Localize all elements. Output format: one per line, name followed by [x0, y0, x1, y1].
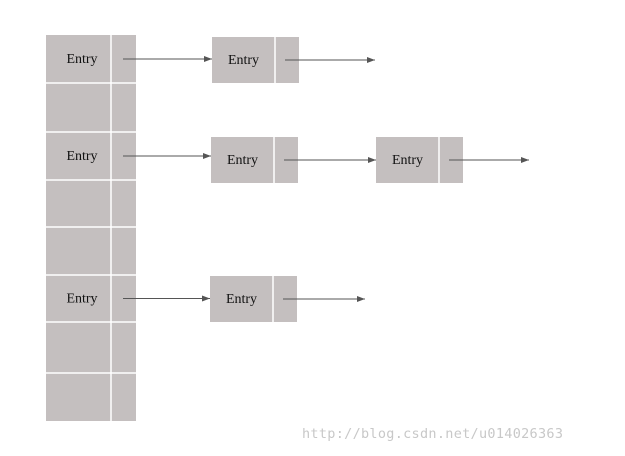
chain: Entry: [123, 276, 365, 322]
bucket-row-dividers: [46, 82, 136, 374]
chain-node-label: Entry: [228, 53, 259, 68]
bucket-table-background: [46, 35, 136, 421]
bucket-entry-label: Entry: [66, 52, 97, 67]
chain-node-label: Entry: [227, 153, 258, 168]
chain: Entry Entry: [123, 137, 529, 183]
chain-node: [376, 137, 463, 183]
bucket-entry-label: Entry: [66, 149, 97, 164]
bucket-entry-label: Entry: [66, 292, 97, 307]
chain-node-label: Entry: [392, 153, 423, 168]
chain-node: [211, 137, 298, 183]
watermark-text: http://blog.csdn.net/u014026363: [302, 426, 564, 442]
chain-node: [212, 37, 299, 83]
chain: Entry: [123, 37, 375, 83]
chain-node: [210, 276, 297, 322]
chain-node-label: Entry: [226, 292, 257, 307]
